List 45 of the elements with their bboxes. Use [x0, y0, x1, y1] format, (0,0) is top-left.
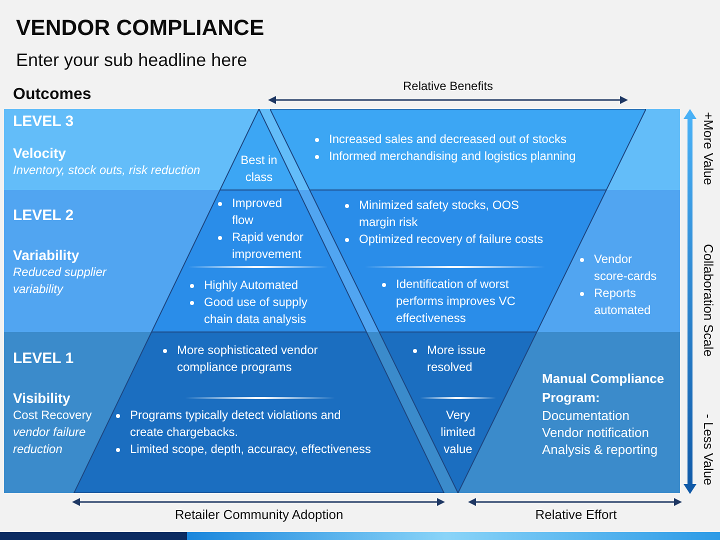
tier-text: Very limited value — [440, 407, 476, 458]
bullet-item: Reports automated — [580, 285, 664, 319]
axis-label: +More Value — [701, 112, 716, 186]
bullet-item: Vendor score-cards — [580, 251, 664, 285]
bullet-item: Limited scope, depth, accuracy, effectiveness — [116, 441, 372, 458]
program-item: Documentation — [542, 407, 630, 424]
level-band — [4, 109, 680, 190]
bullet-item: Programs typically detect violations and create chargebacks. — [116, 407, 375, 441]
pyramid-tier — [219, 109, 299, 190]
slide-title: VENDOR COMPLIANCE — [16, 14, 264, 42]
inverted-pyramid-tier — [379, 332, 537, 493]
level-description: Cost Recovery — [13, 407, 92, 424]
level-description: Inventory, stock outs, risk reduction — [13, 162, 200, 179]
bullet-item: Informed merchandising and logistics planning — [315, 148, 576, 165]
subheadline: Enter your sub headline here — [16, 49, 248, 71]
level-heading: LEVEL 2 — [13, 207, 74, 225]
level-band — [4, 332, 680, 493]
program-heading: Manual Compliance Program: — [542, 370, 666, 407]
bullet-item: More sophisticated vendor compliance programs — [163, 342, 342, 376]
bullet-item: Good use of supply chain data analysis — [190, 294, 319, 328]
level-heading: LEVEL 3 — [13, 113, 74, 131]
tier-text: Best in class — [240, 152, 278, 186]
level-description: vendor failure reduction — [13, 424, 87, 458]
axis-label: Collaboration Scale — [701, 244, 716, 357]
bullet-item: Improved flow — [218, 195, 305, 229]
axis-label: Retailer Community Adoption — [174, 507, 344, 523]
bullet-item: Minimized safety stocks, OOS margin risk — [345, 197, 551, 231]
bullet-item: Rapid vendor improvement — [218, 229, 305, 263]
axis-label: Relative Effort — [535, 507, 617, 523]
bullet-item: Highly Automated — [190, 277, 298, 294]
level-band — [4, 190, 680, 332]
column-heading: Outcomes — [13, 85, 92, 105]
level-name: Visibility — [13, 389, 70, 407]
level-heading: LEVEL 1 — [13, 350, 74, 368]
program-item: Analysis & reporting — [542, 441, 658, 458]
bullet-item: Optimized recovery of failure costs — [345, 231, 544, 248]
level-name: Velocity — [13, 144, 66, 162]
bullet-item: Identification of worst performs improves VC effectiveness — [382, 276, 531, 327]
axis-label: - Less Value — [701, 414, 716, 486]
program-item: Vendor notification — [542, 424, 649, 441]
level-name: Variability — [13, 246, 80, 264]
bullet-item: Increased sales and decreased out of stocks — [315, 131, 566, 148]
bullet-item: More issue resolved — [413, 342, 507, 376]
axis-label: Relative Benefits — [402, 79, 494, 94]
level-description: Reduced supplier variability — [13, 264, 108, 298]
